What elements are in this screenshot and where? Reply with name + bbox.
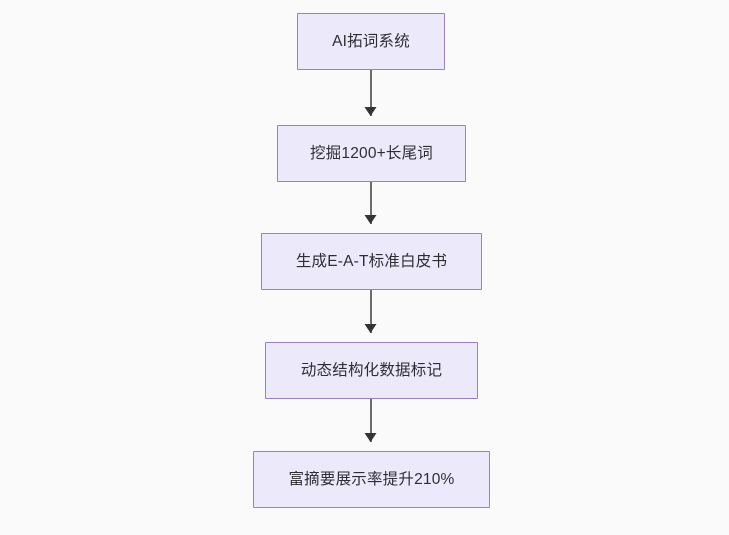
flowchart-node-n4[interactable]: 动态结构化数据标记 [265, 342, 478, 399]
flowchart-node-n1[interactable]: AI拓词系统 [297, 13, 445, 70]
flowchart-node-n3[interactable]: 生成E-A-T标准白皮书 [261, 233, 482, 290]
arrowhead-icon [364, 107, 377, 116]
edge-line [370, 399, 372, 442]
arrowhead-icon [364, 433, 377, 442]
edge-line [370, 70, 372, 116]
flowchart-node-label: 挖掘1200+长尾词 [309, 144, 434, 162]
edge-line [370, 290, 372, 333]
flowchart-node-label: 生成E-A-T标准白皮书 [295, 252, 448, 270]
flowchart-node-label: AI拓词系统 [332, 32, 410, 50]
flowchart-node-n5[interactable]: 富摘要展示率提升210% [253, 451, 490, 508]
flowchart-node-label: 动态结构化数据标记 [300, 361, 443, 379]
edge-line [370, 182, 372, 224]
flowchart-node-n2[interactable]: 挖掘1200+长尾词 [277, 125, 466, 182]
arrowhead-icon [364, 324, 377, 333]
arrowhead-icon [364, 215, 377, 224]
flowchart-node-label: 富摘要展示率提升210% [288, 470, 455, 488]
